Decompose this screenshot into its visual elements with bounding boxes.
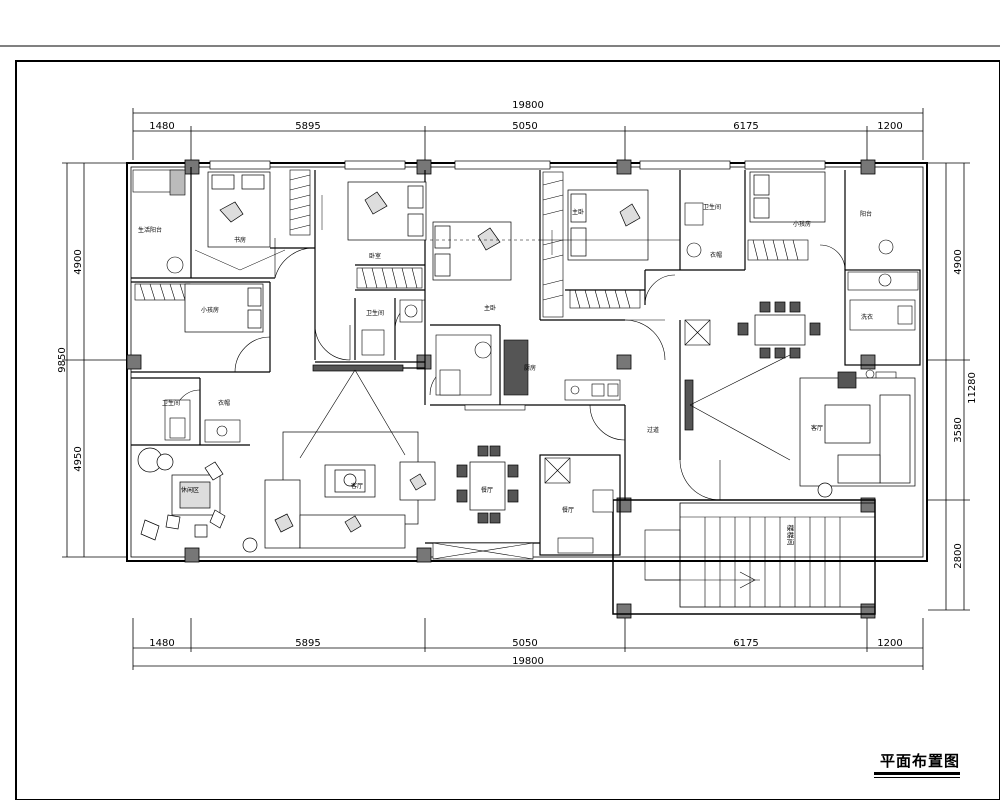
top-dimension-lines: [132, 108, 924, 160]
top-dim-2: 5895: [295, 121, 320, 132]
beds: [184, 171, 826, 333]
dining-table-right: [737, 301, 821, 359]
room-label-small-bedroom-right: 小孩房: [793, 220, 811, 228]
room-label-bath-left: 卫生间: [162, 399, 180, 407]
bottom-dim-1: 1480: [149, 638, 174, 649]
room-label-bedroom-sec: 卧室: [369, 252, 381, 260]
left-dim-1: 4900: [73, 249, 84, 274]
tv-sightlines: [299, 369, 406, 459]
living-room-furniture: [264, 364, 436, 549]
bottom-window: [432, 542, 534, 560]
room-label-balcony-right: 阳台: [860, 210, 872, 218]
dining-table-center: [456, 445, 519, 524]
kitchen-fixtures: [464, 339, 621, 411]
top-dim-3: 5050: [512, 121, 537, 132]
leisure-furniture: [137, 447, 258, 553]
room-label-cloak-right: 衣帽: [710, 251, 722, 259]
room-label-bath-mid: 卫生间: [366, 309, 384, 317]
top-windows: [209, 160, 826, 170]
room-label-living: 客厅: [351, 482, 363, 490]
room-label-cloak-left: 衣帽: [218, 399, 230, 407]
bottom-dimension-lines: [132, 618, 924, 670]
utility-fixtures: [544, 457, 614, 554]
top-dim-5: 1200: [877, 121, 902, 132]
stairwell: [612, 499, 876, 615]
room-label-small-bedroom-left: 小孩房: [201, 306, 219, 314]
tv-sightlines-right: [689, 354, 791, 461]
top-total-dimension: 19800: [512, 100, 544, 111]
room-label-bedroom-right: 主卧: [572, 208, 584, 216]
room-label-dining-right: 餐厅: [562, 506, 574, 514]
room-label-laundry: 洗衣: [861, 313, 873, 321]
top-dim-4: 6175: [733, 121, 758, 132]
left-total-dimension: 9850: [57, 347, 68, 372]
stair-label: 楼梯间: [786, 525, 795, 546]
room-label-living-right: 客厅: [811, 424, 823, 432]
room-label-master: 主卧: [484, 304, 496, 312]
room-label-study: 书房: [234, 236, 246, 244]
bottom-dim-5: 1200: [877, 638, 902, 649]
right-dim-1: 4900: [953, 249, 964, 274]
bottom-dim-3: 5050: [512, 638, 537, 649]
room-label-dining: 餐厅: [481, 486, 493, 494]
right-dimension-lines: [928, 162, 970, 611]
bedroom-sightlines: [194, 195, 680, 271]
bottom-dim-4: 6175: [733, 638, 758, 649]
room-label-hall: 过道: [647, 426, 659, 434]
left-dimension-lines: [62, 162, 128, 558]
left-dim-2: 4950: [73, 446, 84, 471]
bottom-dim-2: 5895: [295, 638, 320, 649]
drawing-title: 平面布置图: [880, 752, 961, 770]
room-label-leisure: 休闲区: [181, 486, 199, 494]
bathroom-fixtures: [132, 169, 919, 443]
living-right-furniture: [684, 371, 916, 498]
right-total-dimension: 11280: [967, 372, 978, 404]
title-underline-thick: [874, 772, 960, 775]
title-underline-thin: [874, 777, 960, 778]
right-dim-2: 3580: [953, 417, 964, 442]
right-dim-3: 2800: [953, 543, 964, 568]
room-label-balcony-service: 生活阳台: [138, 226, 162, 234]
room-label-kitchen: 厨房: [524, 364, 536, 372]
top-dim-1: 1480: [149, 121, 174, 132]
wardrobes: [134, 169, 809, 318]
structural-columns: [126, 159, 876, 619]
bottom-total-dimension: 19800: [512, 656, 544, 667]
room-label-bath-right: 卫生间: [703, 203, 721, 211]
